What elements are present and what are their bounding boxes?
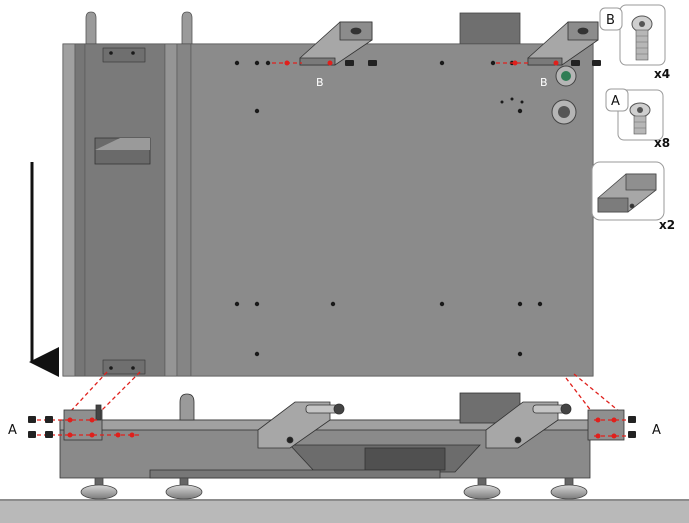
top-bracket-left	[299, 21, 373, 66]
top-bracket-right	[527, 21, 599, 66]
callout-bracket	[591, 161, 665, 221]
qty-bracket: x2	[659, 218, 675, 232]
floor	[0, 500, 689, 523]
qty-a: x8	[654, 136, 670, 150]
bracket-icon	[597, 173, 657, 213]
top-label-b-right: B	[540, 76, 548, 89]
base-frame	[59, 392, 625, 479]
top-screw-guides	[272, 60, 601, 66]
side-screw-guides	[28, 416, 636, 439]
top-label-b-left: B	[316, 76, 324, 89]
leveling-foot-icon	[80, 477, 588, 500]
qty-b: x4	[654, 67, 670, 81]
label-a: A	[611, 94, 620, 109]
top-pins	[85, 11, 193, 46]
top-block	[459, 12, 521, 46]
assembly-guides	[69, 371, 621, 413]
callout-screw-b	[599, 4, 666, 66]
screw-a-icon	[629, 102, 651, 135]
label-a-left: A	[8, 423, 17, 438]
label-b: B	[606, 13, 615, 28]
label-a-right: A	[652, 423, 661, 438]
callout-screw-a	[605, 88, 664, 141]
screw-b-icon	[631, 15, 653, 61]
main-panel	[62, 43, 594, 377]
